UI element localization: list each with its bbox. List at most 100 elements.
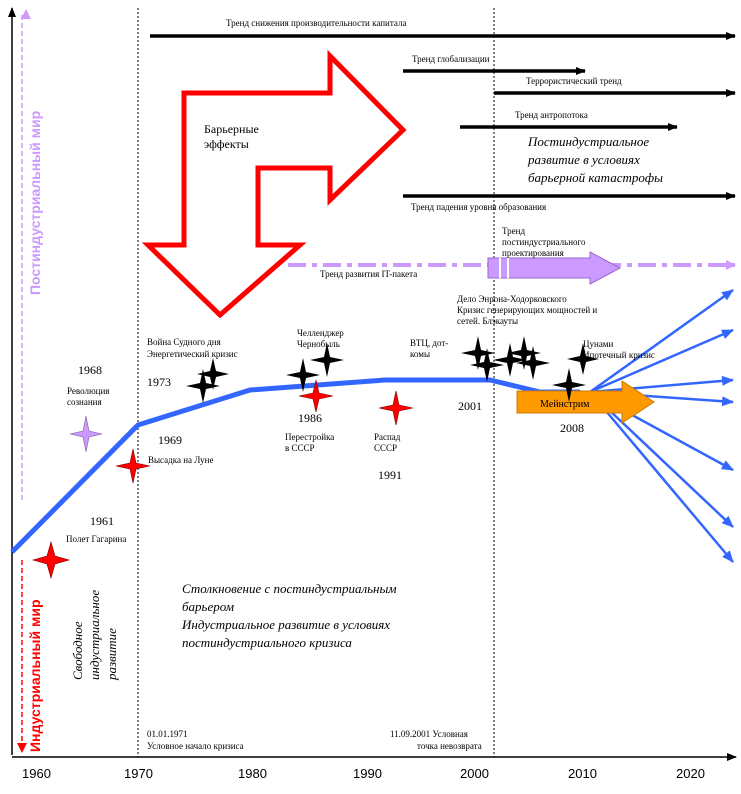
year-1986: 1986 [298, 411, 322, 425]
svg-text:Столкновение с постиндустриаль: Столкновение с постиндустриальным [182, 581, 397, 596]
star-1973-b [197, 358, 229, 390]
year-2008: 2008 [560, 421, 584, 435]
trend-education-label: Тренд падения уровня образования [411, 202, 546, 212]
challenger-label: Челленджер Чернобыль [297, 328, 344, 349]
svg-text:Энергетический кризис: Энергетический кризис [147, 349, 238, 359]
svg-text:барьерной катастрофы: барьерной катастрофы [528, 170, 663, 185]
x-axis-ticks: 1960 1970 1980 1990 2000 2010 2020 [22, 766, 705, 781]
year-1973: 1973 [147, 375, 171, 389]
collision-note: Столкновение с постиндустриальным барьер… [181, 581, 397, 650]
svg-text:комы: комы [410, 349, 430, 359]
mortgage-label: Цунами Ипотечный кризис [583, 339, 655, 360]
star-enron-b [507, 336, 541, 370]
trend-terrorism-label: Террористический тренд [526, 76, 622, 86]
star-1973-a [186, 369, 220, 403]
svg-text:индустриальное: индустриальное [87, 590, 102, 680]
svg-text:Революция: Революция [67, 386, 109, 396]
svg-text:в СССР: в СССР [285, 443, 315, 453]
svg-text:ВТЦ, дот-: ВТЦ, дот- [410, 338, 448, 348]
svg-text:точка невозврата: точка невозврата [417, 741, 482, 751]
svg-text:Свободное: Свободное [70, 621, 85, 680]
svg-text:сетей. Блэкауты: сетей. Блэкауты [457, 316, 518, 326]
star-revolution [69, 415, 103, 453]
svg-text:развитие в условиях: развитие в условиях [527, 152, 640, 167]
mainstream-label: Мейнстрим [540, 399, 590, 410]
star-wtc-a [461, 336, 495, 370]
war-label: Война Судного дня Энергетический кризис [147, 337, 238, 359]
trend-it-label: Тренд развития IT-пакета [320, 269, 417, 279]
svg-text:Индустриальное развитие в усло: Индустриальное развитие в условиях [181, 617, 390, 632]
svg-text:сознания: сознания [67, 397, 102, 407]
tick-2000: 2000 [460, 766, 489, 781]
year-1968: 1968 [78, 363, 102, 377]
trend-anthropotok-label: Тренд антропотока [515, 110, 588, 120]
tick-2010: 2010 [568, 766, 597, 781]
svg-text:Тренд: Тренд [502, 226, 525, 236]
svg-text:эффекты: эффекты [204, 137, 249, 151]
svg-text:Война Судного дня: Война Судного дня [147, 337, 221, 347]
svg-text:11.09.2001 Условная: 11.09.2001 Условная [390, 729, 468, 739]
svg-text:Распад: Распад [374, 432, 401, 442]
star-challenger [286, 358, 320, 392]
enron-label: Дело Энрона-Ходорковского Кризис генерир… [457, 294, 597, 326]
star-collapse [378, 390, 414, 426]
trend-postindustrial-design-label: Тренд постиндустриального проектирования [502, 226, 586, 258]
star-wtc-b [470, 348, 504, 382]
svg-text:Дело Энрона-Ходорковского: Дело Энрона-Ходорковского [457, 294, 567, 304]
year-2001: 2001 [458, 399, 482, 413]
svg-text:постиндустриального кризиса: постиндустриального кризиса [182, 635, 352, 650]
moon-label: Высадка на Луне [148, 455, 213, 465]
year-1991: 1991 [378, 468, 402, 482]
star-enron-c [516, 346, 550, 380]
svg-text:Челленджер: Челленджер [297, 328, 344, 338]
year-1969: 1969 [158, 433, 182, 447]
collapse-label: Распад СССР [374, 432, 401, 453]
svg-text:Постиндустриальное: Постиндустриальное [527, 134, 649, 149]
star-chernobyl [310, 343, 344, 377]
star-mortgage-b [552, 368, 586, 402]
barrier-effects-arrow [141, 49, 407, 319]
svg-text:Ипотечный кризис: Ипотечный кризис [583, 350, 655, 360]
tick-1980: 1980 [238, 766, 267, 781]
scenario-fan [589, 288, 734, 563]
tick-1960: 1960 [22, 766, 51, 781]
industrial-world-label: Индустриальный мир [27, 599, 43, 752]
marker-1971: 01.01.1971 Условное начало кризиса [147, 729, 244, 751]
star-perestroika [298, 379, 334, 413]
svg-text:Кризис генерирующих мощностей: Кризис генерирующих мощностей и [457, 305, 597, 315]
svg-text:постиндустриального: постиндустриального [502, 237, 586, 247]
free-development-note: Свободное индустриальное развитие [70, 590, 119, 681]
trend-globalization-label: Тренд глобализации [412, 54, 490, 64]
svg-text:проектирования: проектирования [502, 248, 564, 258]
trend-arrows: Тренд снижения производительности капита… [150, 18, 736, 212]
tick-1970: 1970 [124, 766, 153, 781]
catastrophe-note: Постиндустриальное развитие в условиях б… [527, 134, 663, 185]
trend-productivity-label: Тренд снижения производительности капита… [226, 18, 406, 28]
svg-text:Цунами: Цунами [583, 339, 614, 349]
marker-2001: 11.09.2001 Условная точка невозврата [390, 729, 482, 751]
svg-text:барьером: барьером [182, 599, 234, 614]
year-1961: 1961 [90, 514, 114, 528]
mainstream-arrow [516, 380, 655, 424]
star-gagarin [31, 540, 71, 580]
svg-text:развитие: развитие [104, 628, 119, 681]
svg-text:01.01.1971: 01.01.1971 [147, 729, 188, 739]
star-mortgage-a [567, 343, 599, 375]
svg-text:Чернобыль: Чернобыль [297, 339, 340, 349]
postindustrial-design-arrow [487, 251, 622, 285]
tick-2020: 2020 [676, 766, 705, 781]
perestroika-label: Перестройка в СССР [285, 432, 334, 453]
revolution-label: Революция сознания [67, 386, 109, 407]
barrier-effects-label: Барьерные эффекты [204, 122, 259, 151]
star-enron-a [493, 343, 527, 377]
gagarin-label: Полет Гагарина [66, 534, 126, 544]
svg-text:Условное начало кризиса: Условное начало кризиса [147, 741, 244, 751]
postindustrial-world-label: Постиндустриальный мир [27, 111, 43, 295]
wtc-label: ВТЦ, дот- комы [410, 338, 448, 359]
star-moon [115, 448, 151, 484]
tick-1990: 1990 [353, 766, 382, 781]
svg-text:Перестройка: Перестройка [285, 432, 334, 442]
svg-text:СССР: СССР [374, 443, 397, 453]
svg-text:Барьерные: Барьерные [204, 122, 259, 136]
